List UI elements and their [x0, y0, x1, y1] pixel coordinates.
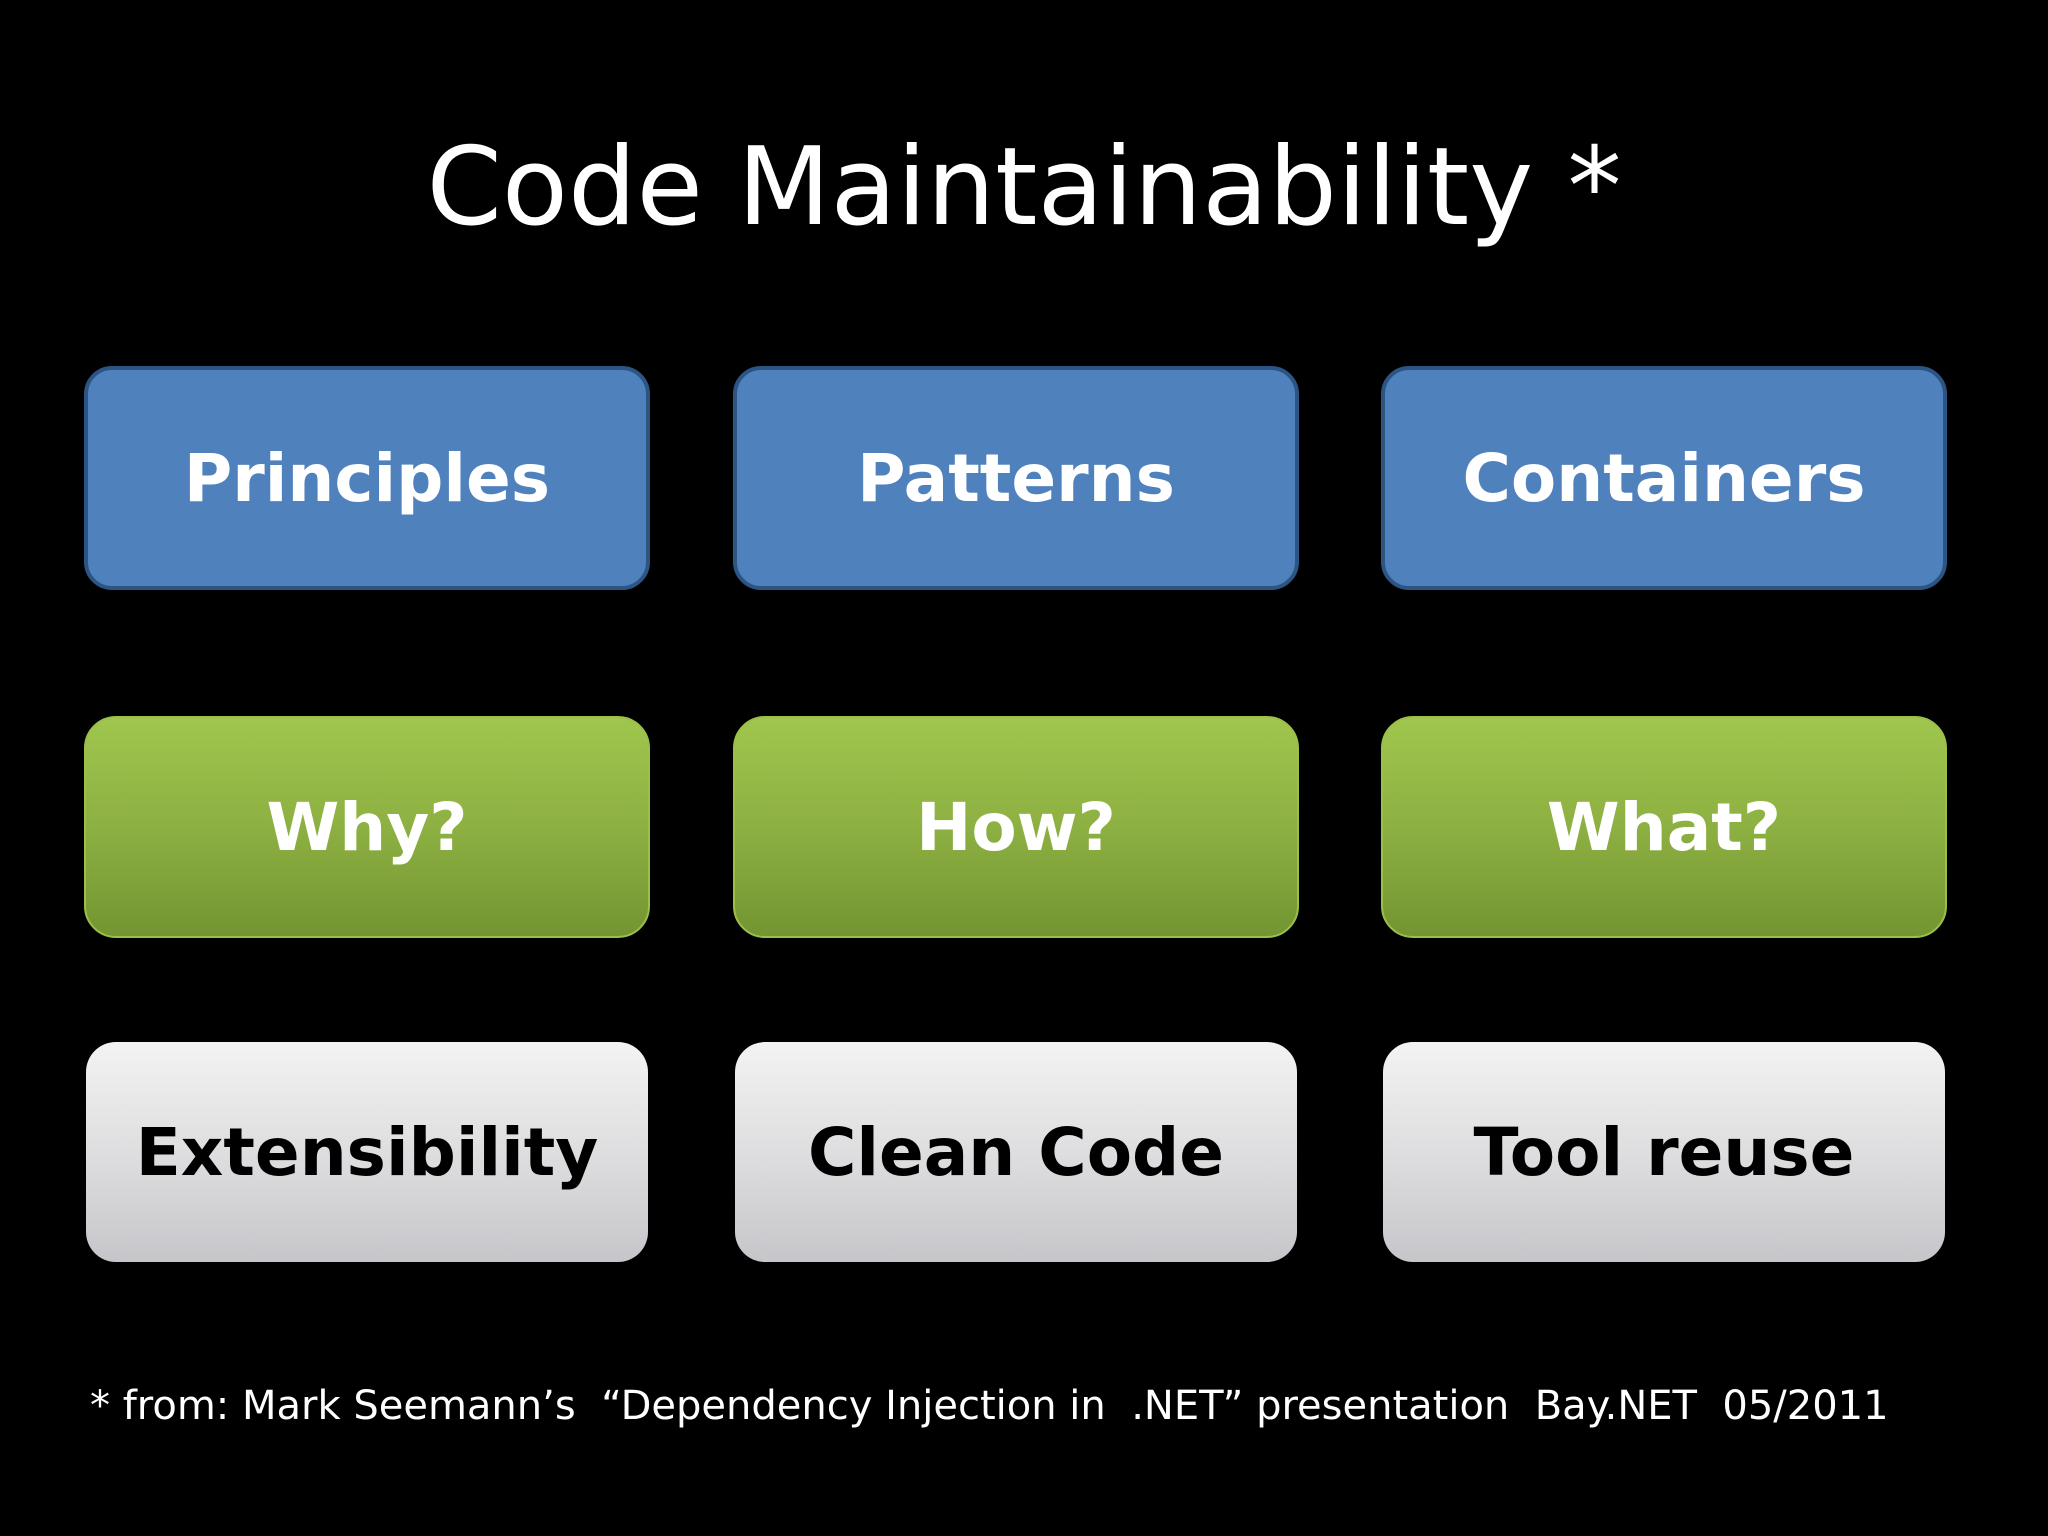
slide-title: Code Maintainability *	[426, 125, 1622, 250]
box-extensibility: Extensibility	[86, 1042, 648, 1262]
box-label: Principles	[183, 439, 551, 517]
box-what: What?	[1381, 716, 1947, 938]
box-tool-reuse: Tool reuse	[1383, 1042, 1945, 1262]
box-label: What?	[1546, 788, 1782, 866]
box-label: Containers	[1462, 439, 1866, 517]
box-principles: Principles	[84, 366, 650, 590]
box-label: How?	[916, 788, 1116, 866]
box-how: How?	[733, 716, 1299, 938]
box-containers: Containers	[1381, 366, 1947, 590]
footnote: * from: Mark Seemann’s “Dependency Injec…	[90, 1383, 1889, 1429]
box-label: Patterns	[857, 439, 1175, 517]
box-clean-code: Clean Code	[735, 1042, 1297, 1262]
box-label: Tool reuse	[1473, 1113, 1855, 1191]
box-patterns: Patterns	[733, 366, 1299, 590]
box-label: Extensibility	[135, 1113, 599, 1191]
box-label: Clean Code	[807, 1113, 1225, 1191]
box-why: Why?	[84, 716, 650, 938]
box-label: Why?	[266, 788, 468, 866]
